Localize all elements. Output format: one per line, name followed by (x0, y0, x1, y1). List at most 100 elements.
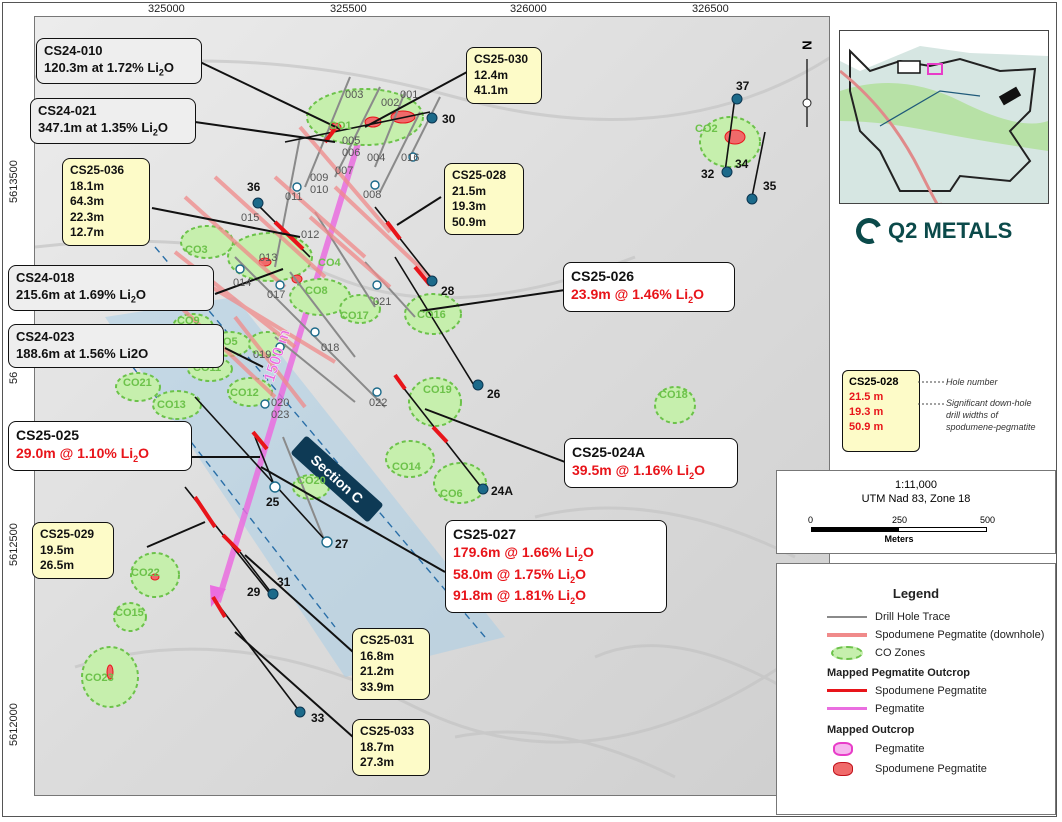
callout-hole: CS25-025 (16, 427, 80, 443)
logo-mark-icon (852, 214, 886, 248)
legend-item-co-zones: CO Zones (827, 646, 925, 660)
trace-label: 023 (271, 409, 290, 421)
scale-unit: Meters (884, 534, 914, 544)
legend-title: Legend (892, 586, 940, 601)
trace-label: 019 (253, 349, 272, 361)
section-c-line-west (124, 356, 336, 628)
hole-label: 37 (736, 79, 750, 93)
callout-value: 27.3m (360, 755, 395, 770)
x-tick-label: 326000 (510, 3, 547, 15)
y-tick-label-partial: 56 (8, 371, 20, 384)
co-label: CO6 (440, 488, 463, 500)
key-note-hole: Hole number (946, 377, 998, 387)
callout-cs24-021[interactable]: CS24-021 347.1m at 1.35% Li2O (30, 98, 196, 145)
inset-map[interactable] (839, 30, 1049, 204)
co-label: CO14 (392, 461, 421, 473)
scale-ratio: 1:11,000 (894, 479, 937, 491)
callout-cs24-018[interactable]: CS24-018 215.6m at 1.69% Li2O (8, 265, 214, 312)
key-hole: CS25-028 (849, 376, 899, 388)
callout-value: 12.4m (474, 67, 509, 82)
trace-label: 002 (381, 97, 400, 109)
key-value: 50.9 m (849, 420, 884, 433)
callout-result: 179.6m @ 1.66% Li2O (453, 544, 594, 563)
trace-label: 016 (401, 152, 420, 164)
key-value: 21.5 m (849, 390, 884, 403)
callout-value: 41.1m (474, 83, 509, 98)
callout-cs25-024a[interactable]: CS25-024A 39.5m @ 1.16% Li2O (564, 438, 738, 488)
key-leaders (918, 381, 946, 405)
callout-cs25-033[interactable]: CS25-033 18.7m 27.3m (352, 719, 430, 776)
trace-label: 009 (310, 172, 329, 184)
trace-label: 006 (342, 147, 361, 159)
trace-label: 001 (400, 89, 419, 101)
callout-cs24-010[interactable]: CS24-010 120.3m at 1.72% Li2O (36, 38, 202, 85)
co-label: CO2 (695, 123, 718, 135)
callout-value: 19.5m (40, 542, 75, 557)
callout-cs25-031[interactable]: CS25-031 16.8m 21.2m 33.9m (352, 628, 430, 701)
key-value: 19.3 m (849, 405, 884, 418)
legend: Legend Drill Hole Trace Spodumene Pegmat… (776, 563, 1056, 815)
co-label: CO12 (230, 387, 259, 399)
hole-label: 25 (266, 495, 280, 509)
legend-item-pegmatite-outcrop: Pegmatite (827, 702, 925, 716)
inset-map-canvas (840, 31, 1048, 203)
callout-result: 58.0m @ 1.75% Li2O (453, 565, 587, 585)
callout-hole: CS25-026 (571, 268, 635, 284)
trace-label: 003 (345, 89, 364, 101)
trace-label: 013 (259, 252, 278, 264)
callout-cs24-023[interactable]: CS24-023 188.6m at 1.56% Li2O (8, 324, 224, 368)
callout-value: 50.9m (452, 214, 487, 229)
spodumene-intercepts (193, 127, 449, 619)
collar-markers (252, 93, 758, 718)
callout-hole: CS25-031 (360, 633, 415, 647)
main-map[interactable]: Section C 1500 m CO1 CO2 CO3 CO4 CO5 CO6… (34, 16, 830, 796)
scale-tick: 500 (980, 515, 996, 525)
callout-hole: CS25-027 (453, 526, 517, 542)
legend-item-drill-trace: Drill Hole Trace (827, 610, 950, 624)
key-note-widths: drill widths of (946, 410, 999, 420)
callout-cs25-025[interactable]: CS25-025 29.0m @ 1.10% Li2O (8, 421, 192, 471)
co-label: CO20 (297, 475, 326, 487)
hole-label: 35 (763, 179, 777, 193)
co-label: CO1 (329, 120, 352, 132)
hole-label: 32 (701, 167, 715, 181)
co-label: CO15 (115, 607, 144, 619)
callout-result: 120.3m at 1.72% Li2O (44, 59, 175, 78)
callout-value: 21.5m (452, 183, 487, 198)
x-tick-label: 325500 (330, 3, 367, 15)
callout-value: 33.9m (360, 679, 395, 694)
key-note-widths: spodumene-pegmatite (946, 422, 1036, 432)
hole-label: 27 (335, 537, 349, 551)
callout-cs25-027[interactable]: CS25-027 179.6m @ 1.66% Li2O 58.0m @ 1.7… (445, 520, 667, 613)
collar-markers-open (235, 152, 418, 548)
callout-hole: CS25-033 (360, 724, 415, 738)
callout-value: 16.8m (360, 648, 395, 663)
callout-result: 347.1m at 1.35% Li2O (38, 119, 169, 138)
trace-label: 008 (363, 189, 382, 201)
legend-item-spodumene-outcrop: Spodumene Pegmatite (827, 684, 987, 698)
x-tick-label: 326500 (692, 3, 729, 15)
legend-item-mapped-spodumene: Spodumene Pegmatite (827, 762, 987, 776)
distance-arrow (215, 136, 363, 603)
callout-leaders (146, 61, 566, 738)
callout-value: 18.7m (360, 739, 395, 754)
scale-tick: 250 (892, 515, 908, 525)
legend-section-outcrop: Mapped Pegmatite Outcrop (827, 667, 971, 679)
legend-section-mapped: Mapped Outcrop (827, 724, 915, 736)
co-label: CO22 (131, 567, 160, 579)
callout-result: 91.8m @ 1.81% Li2O (453, 587, 587, 606)
callout-cs25-028[interactable]: CS25-028 21.5m 19.3m 50.9m (444, 163, 524, 236)
north-label: N (799, 40, 815, 50)
callout-hole: CS24-021 (38, 103, 97, 118)
callout-hole: CS24-010 (44, 43, 103, 58)
callout-cs25-030[interactable]: CS25-030 12.4m 41.1m (466, 47, 542, 104)
callout-value: 21.2m (360, 664, 395, 679)
callout-cs25-029[interactable]: CS25-029 19.5m 26.5m (32, 522, 114, 579)
callout-cs25-036[interactable]: CS25-036 18.1m 64.3m 22.3m 12.7m (62, 158, 150, 246)
trace-label: 015 (241, 212, 260, 224)
callout-hole: CS25-036 (70, 163, 125, 177)
callout-cs25-026[interactable]: CS25-026 23.9m @ 1.46% Li2O (563, 262, 735, 312)
trace-label: 012 (301, 229, 320, 241)
scale-bar (811, 527, 987, 532)
trace-label: 022 (369, 397, 388, 409)
